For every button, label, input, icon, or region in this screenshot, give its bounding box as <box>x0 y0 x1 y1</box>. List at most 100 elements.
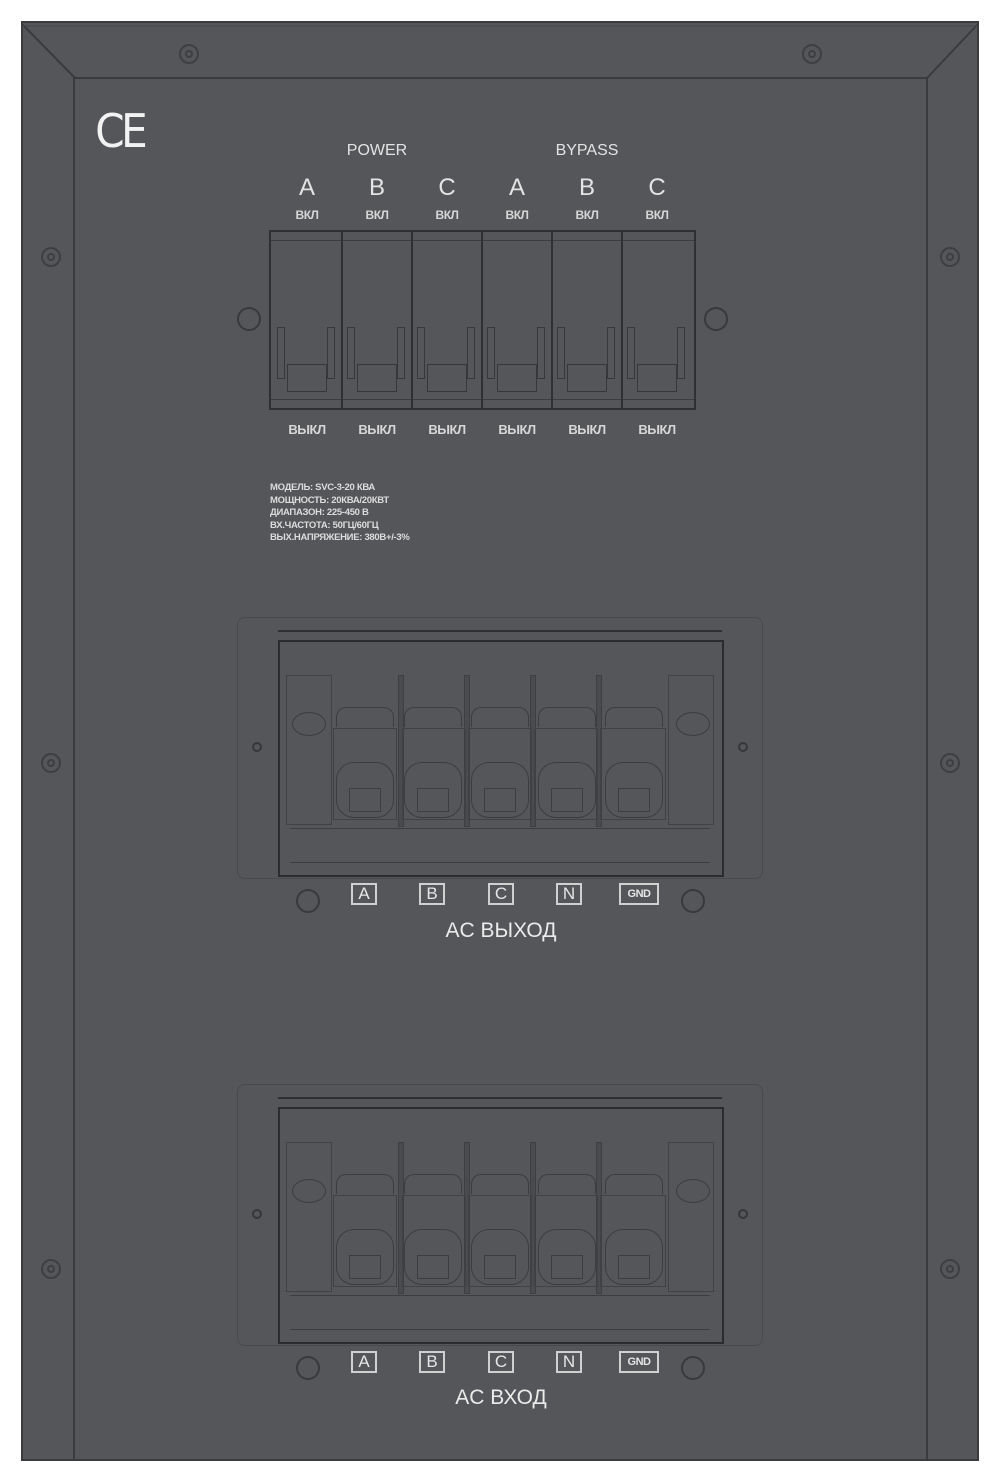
mini-screw-icon <box>738 1209 748 1219</box>
hex-bolt-icon <box>538 1229 596 1285</box>
breaker-lever-icon <box>607 327 615 379</box>
mini-screw-icon <box>252 742 262 752</box>
breaker-on-label: ВКЛ <box>575 208 599 222</box>
breaker-lever-icon <box>427 364 467 392</box>
terminal-block-housing <box>278 640 724 877</box>
breaker-lever-icon <box>327 327 335 379</box>
spec-plate: МОДЕЛЬ: SVC-3-20 КВА МОЩНОСТЬ: 20КВА/20К… <box>270 482 410 545</box>
hex-bolt-icon <box>336 1229 394 1285</box>
breaker-lever-icon <box>357 364 397 392</box>
hex-bolt-icon <box>404 1229 462 1285</box>
screw-icon <box>940 1259 960 1279</box>
breaker-off-label: ВЫКЛ <box>428 422 466 437</box>
breaker-on-label: ВКЛ <box>505 208 529 222</box>
hex-bolt-icon <box>471 1229 529 1285</box>
breaker-lever-icon <box>637 364 677 392</box>
screw-icon <box>940 753 960 773</box>
screw-icon <box>802 44 822 64</box>
hex-bolt-icon <box>471 762 529 818</box>
terminal-nut-icon <box>404 707 462 727</box>
breaker-off-label: ВЫКЛ <box>568 422 606 437</box>
breaker-lever-icon <box>417 327 425 379</box>
breaker-phase-letter: B <box>578 174 595 201</box>
terminal-nut-icon <box>404 1174 462 1194</box>
frame-top-inner-edge <box>75 77 927 79</box>
mount-oval-icon <box>292 1179 326 1203</box>
breaker-off-label: ВЫКЛ <box>358 422 396 437</box>
terminal-label-gnd: GND <box>619 883 659 905</box>
terminal-nut-icon <box>538 707 596 727</box>
terminal-block-title: AC ВЫХОД <box>445 919 557 942</box>
terminal-label-a: A <box>351 1351 377 1373</box>
mount-hole-icon <box>296 1356 320 1380</box>
breaker-lever-icon <box>677 327 685 379</box>
breaker-switch-bypass-b[interactable] <box>553 232 623 408</box>
mount-hole-icon <box>681 889 705 913</box>
mount-oval-icon <box>676 1179 710 1203</box>
terminal-nut-icon <box>605 707 663 727</box>
frame-left-inner-edge <box>73 77 75 1461</box>
spec-line-model: МОДЕЛЬ: SVC-3-20 КВА <box>270 482 375 493</box>
breaker-switch-power-b[interactable] <box>343 232 413 408</box>
hex-bolt-icon <box>605 762 663 818</box>
terminal-block-title: AC ВХОД <box>455 1386 547 1409</box>
breaker-group-label-bypass: BYPASS <box>555 142 619 159</box>
terminal-nut-icon <box>336 1174 394 1194</box>
breaker-lever-icon <box>627 327 635 379</box>
breaker-switch-power-c[interactable] <box>413 232 483 408</box>
breaker-group-label-power: POWER <box>346 142 408 159</box>
breaker-off-label: ВЫКЛ <box>638 422 676 437</box>
breaker-lever-icon <box>537 327 545 379</box>
breaker-lever-icon <box>347 327 355 379</box>
breaker-on-label: ВКЛ <box>365 208 389 222</box>
breaker-switch-bypass-c[interactable] <box>623 232 694 408</box>
terminal-label-b: B <box>419 1351 445 1373</box>
terminal-nut-icon <box>538 1174 596 1194</box>
terminal-label-a: A <box>351 883 377 905</box>
spec-line-power: МОЩНОСТЬ: 20КВА/20КВТ <box>270 494 389 506</box>
frame-right-inner-edge <box>926 77 928 1461</box>
screw-icon <box>41 1259 61 1279</box>
breaker-lever-icon <box>397 327 405 379</box>
screw-icon <box>41 753 61 773</box>
circuit-breaker-block <box>269 230 696 410</box>
spec-line-input-frequency: ВХ.ЧАСТОТА: 50ГЦ/60ГЦ <box>270 519 379 531</box>
hex-bolt-icon <box>336 762 394 818</box>
screw-icon <box>41 247 61 267</box>
terminal-block-cover-outline <box>237 617 763 879</box>
breaker-phase-letter: A <box>298 174 315 201</box>
breaker-lever-icon <box>567 364 607 392</box>
terminal-nut-icon <box>471 707 529 727</box>
breaker-mount-hole-icon <box>237 307 261 331</box>
terminal-label-c: C <box>488 883 514 905</box>
breaker-lever-icon <box>287 364 327 392</box>
spec-line-output-voltage: ВЫХ.НАПРЯЖЕНИЕ: 380В+/-3% <box>270 532 410 543</box>
mount-hole-icon <box>681 1356 705 1380</box>
terminal-label-c: C <box>488 1351 514 1373</box>
breaker-lever-icon <box>277 327 285 379</box>
hex-bolt-icon <box>538 762 596 818</box>
terminal-block-housing <box>278 1107 724 1344</box>
hex-bolt-icon <box>404 762 462 818</box>
hex-bolt-icon <box>605 1229 663 1285</box>
screw-icon <box>940 247 960 267</box>
breaker-switch-bypass-a[interactable] <box>483 232 553 408</box>
breaker-on-label: ВКЛ <box>645 208 669 222</box>
terminal-block-cover-outline <box>237 1084 763 1346</box>
device-rear-panel <box>21 21 979 1461</box>
mount-oval-icon <box>292 712 326 736</box>
breaker-phase-letter: B <box>368 174 385 201</box>
breaker-on-label: ВКЛ <box>435 208 459 222</box>
terminal-label-gnd: GND <box>619 1351 659 1373</box>
breaker-lever-icon <box>487 327 495 379</box>
ce-mark-icon: CE <box>95 104 148 158</box>
breaker-on-label: ВКЛ <box>295 208 319 222</box>
mini-screw-icon <box>252 1209 262 1219</box>
terminal-nut-icon <box>605 1174 663 1194</box>
screw-icon <box>179 44 199 64</box>
mini-screw-icon <box>738 742 748 752</box>
mount-oval-icon <box>676 712 710 736</box>
breaker-switch-power-a[interactable] <box>271 232 343 408</box>
breaker-phase-letter: A <box>508 174 525 201</box>
terminal-label-b: B <box>419 883 445 905</box>
